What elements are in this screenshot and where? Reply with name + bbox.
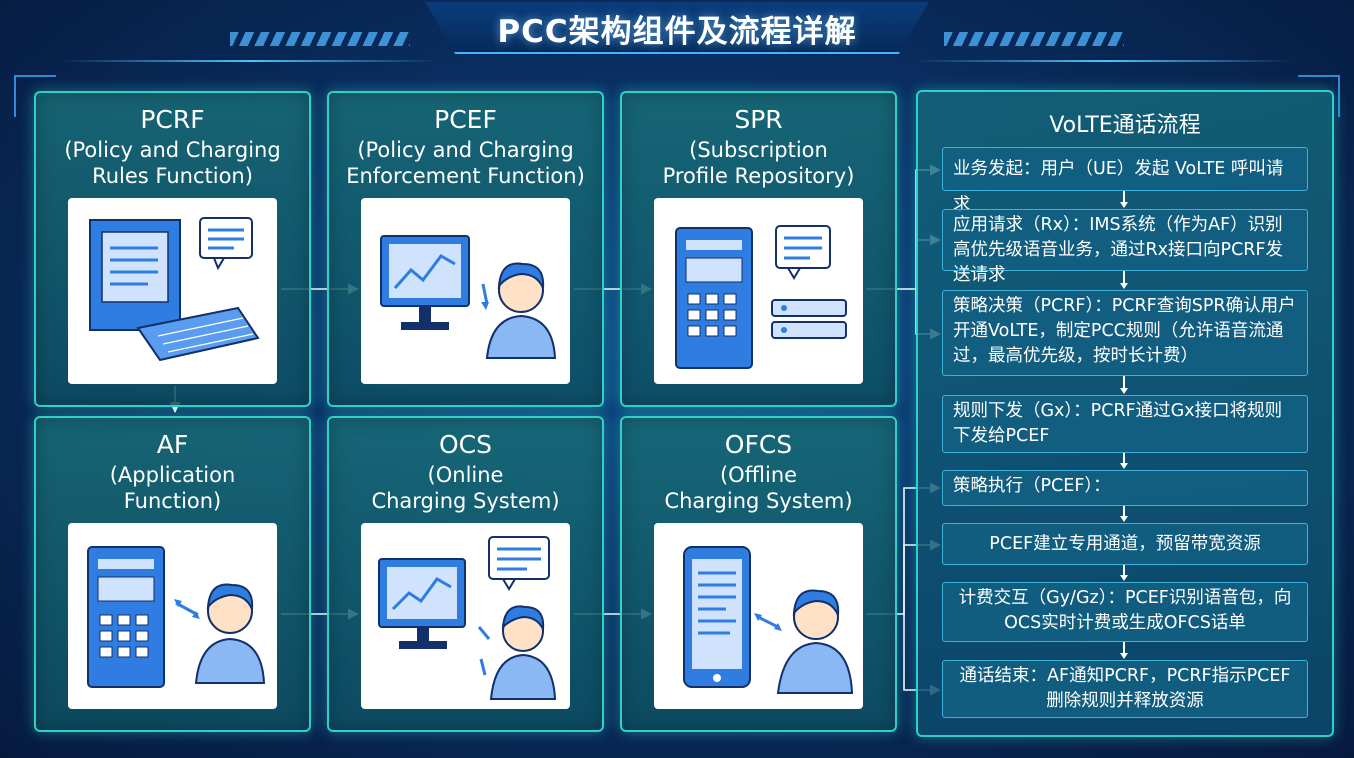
flow-step-2: 应用请求（Rx）：IMS系统（作为AF）识别高优先级语音业务，通过Rx接口向PC… (942, 209, 1308, 285)
card-title: PCRF (140, 105, 205, 134)
card-subtitle: (Subscription Profile Repository) (662, 138, 855, 188)
flow-step-3: 策略决策（PCRF）：PCRF查询SPR确认用户开通VoLTE，制定PCC规则（… (942, 290, 1308, 376)
flow-step-4: 规则下发（Gx）：PCRF通过Gx接口将规则下发给PCEF (942, 395, 1308, 453)
flow-arrow-head (1120, 283, 1128, 289)
flow-arrow-head (1120, 653, 1128, 659)
server-database-icon (654, 198, 863, 384)
card-spr: SPR (Subscription Profile Repository) (620, 91, 897, 407)
flow-arrow-head (1120, 575, 1128, 581)
phone-user-icon (654, 523, 863, 709)
flow-step-8: 通话结束：AF通知PCRF，PCRF指示PCEF删除规则并释放资源 (942, 660, 1308, 718)
flow-arrow-stem (1123, 376, 1125, 389)
card-title: SPR (734, 105, 783, 134)
flow-arrow-stem (1123, 506, 1125, 517)
page-title: PCC架构组件及流程详解 (497, 14, 857, 50)
header-glow-left (60, 60, 440, 62)
card-subtitle: (Offline Charging System) (664, 463, 853, 513)
header-stripe-right (944, 32, 1124, 46)
flow-arrow-head (1120, 516, 1128, 522)
flow-arrow-head (1120, 388, 1128, 394)
monitor-user-icon (361, 198, 570, 384)
card-pcrf: PCRF (Policy and Charging Rules Function… (34, 91, 311, 407)
flow-arrow-stem (1123, 271, 1125, 284)
flow-title: VoLTE通话流程 (1049, 113, 1201, 138)
corner-top-left (14, 75, 56, 117)
header-glow-right (914, 60, 1294, 62)
flow-arrow-stem (1123, 642, 1125, 654)
flow-arrow-stem (1123, 191, 1125, 203)
flow-step-1: 业务发起：用户（UE）发起 VoLTE 呼叫请求 (942, 147, 1308, 215)
flow-step-6: PCEF建立专用通道，预留带宽资源 (942, 523, 1308, 565)
card-pcef: PCEF (Policy and Charging Enforcement Fu… (327, 91, 604, 407)
header-stripe-left (230, 32, 410, 46)
monitor-user-chat-icon (361, 523, 570, 709)
title-plate (425, 2, 929, 54)
card-subtitle: (Policy and Charging Enforcement Functio… (346, 138, 585, 188)
card-ocs: OCS (Online Charging System) (327, 416, 604, 732)
header-bar: PCC架构组件及流程详解 (0, 0, 1354, 62)
card-title: AF (156, 430, 189, 459)
card-title: PCEF (434, 105, 497, 134)
flow-step-7: 计费交互（Gy/Gz）：PCEF识别语音包，向OCS实时计费或生成OFCS话单 (942, 582, 1308, 642)
card-af: AF (Application Function) (34, 416, 311, 732)
flow-arrow-stem (1123, 565, 1125, 576)
card-title: OFCS (724, 430, 793, 459)
card-title: OCS (438, 430, 492, 459)
flow-step-5: 策略执行（PCEF）： (942, 470, 1308, 506)
corner-top-right (1298, 75, 1340, 117)
flow-arrow-head (1120, 463, 1128, 469)
flow-arrow-stem (1123, 453, 1125, 464)
card-ofcs: OFCS (Offline Charging System) (620, 416, 897, 732)
card-subtitle: (Online Charging System) (371, 463, 560, 513)
computer-terminal-icon (68, 198, 277, 384)
card-subtitle: (Policy and Charging Rules Function) (64, 138, 281, 188)
flow-arrow-head (1120, 202, 1128, 208)
card-subtitle: (Application Function) (109, 463, 236, 513)
server-user-icon (68, 523, 277, 709)
